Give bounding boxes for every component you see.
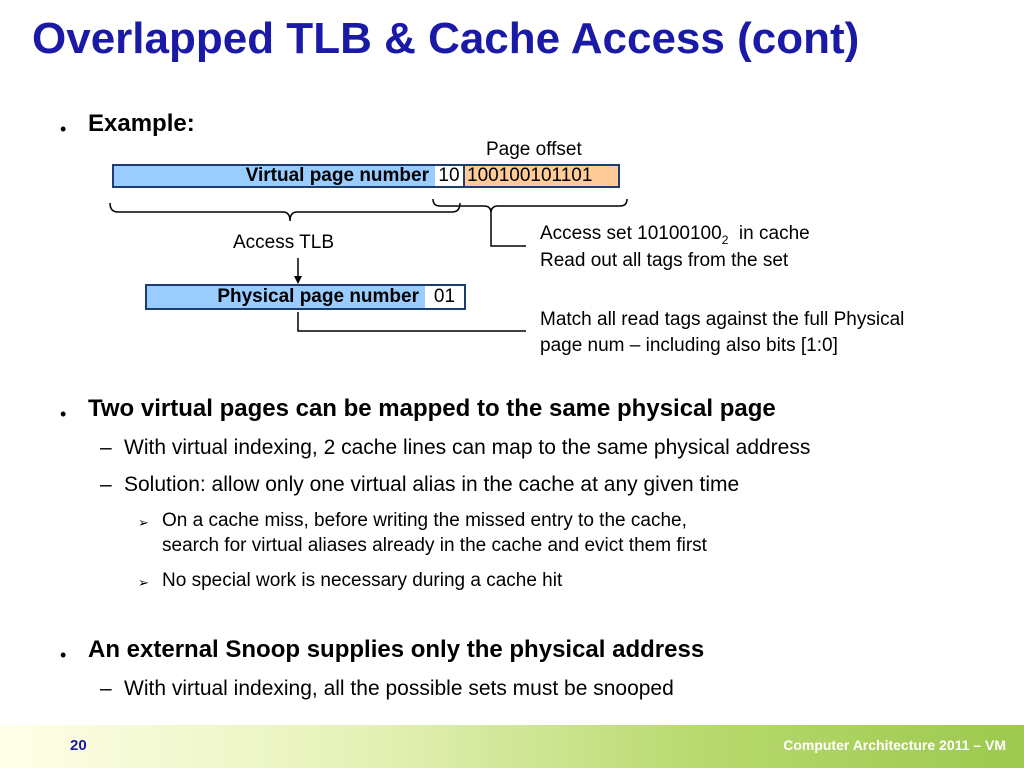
arrow-bullet-icon: ➢ [138, 515, 149, 530]
bullet-two-virtual-pages: Two virtual pages can be mapped to the s… [88, 395, 776, 422]
virtual-page-number-field: Virtual page number [114, 166, 435, 186]
bullet-example: Example: [88, 110, 195, 137]
footer-bar [0, 725, 1024, 768]
access-set-connector [490, 213, 526, 247]
bullet-virtual-indexing: With virtual indexing, 2 cache lines can… [124, 436, 811, 459]
dash-icon: – [100, 436, 112, 459]
bullet-cache-miss-line1: On a cache miss, before writing the miss… [162, 510, 687, 531]
bullet-snoop-sub: With virtual indexing, all the possible … [124, 677, 674, 700]
dash-icon: – [100, 677, 112, 700]
read-tags-label: Read out all tags from the set [540, 250, 789, 271]
slide-title: Overlapped TLB & Cache Access (cont) [32, 14, 860, 63]
arrow-bullet-icon: ➢ [138, 575, 149, 590]
dash-icon: – [100, 473, 112, 496]
page-offset-field: 100100101101 [463, 166, 618, 186]
physical-page-number-field: Physical page number [147, 286, 425, 308]
page-number: 20 [70, 737, 87, 754]
physical-address-box: Physical page number 01 [145, 284, 466, 310]
bullet-solution: Solution: allow only one virtual alias i… [124, 473, 740, 496]
access-set-label: Access set 101001002 in cache [540, 223, 810, 247]
bullet-dot-icon: • [60, 404, 67, 424]
match-tags-line2: page num – including also bits [1:0] [540, 335, 838, 356]
set-index-brace [432, 198, 628, 214]
footer-course-title: Computer Architecture 2011 – VM [783, 737, 1006, 753]
ppn-low-bits-field: 01 [425, 286, 464, 308]
match-connector [297, 312, 526, 332]
bullet-dot-icon: • [60, 119, 67, 139]
page-offset-label: Page offset [486, 139, 582, 160]
bullet-dot-icon: • [60, 645, 67, 665]
tlb-arrow-head [294, 276, 302, 284]
bullet-snoop: An external Snoop supplies only the phys… [88, 636, 705, 663]
bullet-cache-hit: No special work is necessary during a ca… [162, 570, 563, 591]
vpn-low-bits-field: 10 [435, 166, 463, 186]
vpn-brace [109, 202, 461, 222]
bullet-cache-miss-line2: search for virtual aliases already in th… [162, 535, 707, 556]
match-tags-line1: Match all read tags against the full Phy… [540, 309, 905, 330]
access-tlb-label: Access TLB [233, 232, 335, 253]
virtual-address-box: Virtual page number 10 100100101101 [112, 164, 620, 188]
